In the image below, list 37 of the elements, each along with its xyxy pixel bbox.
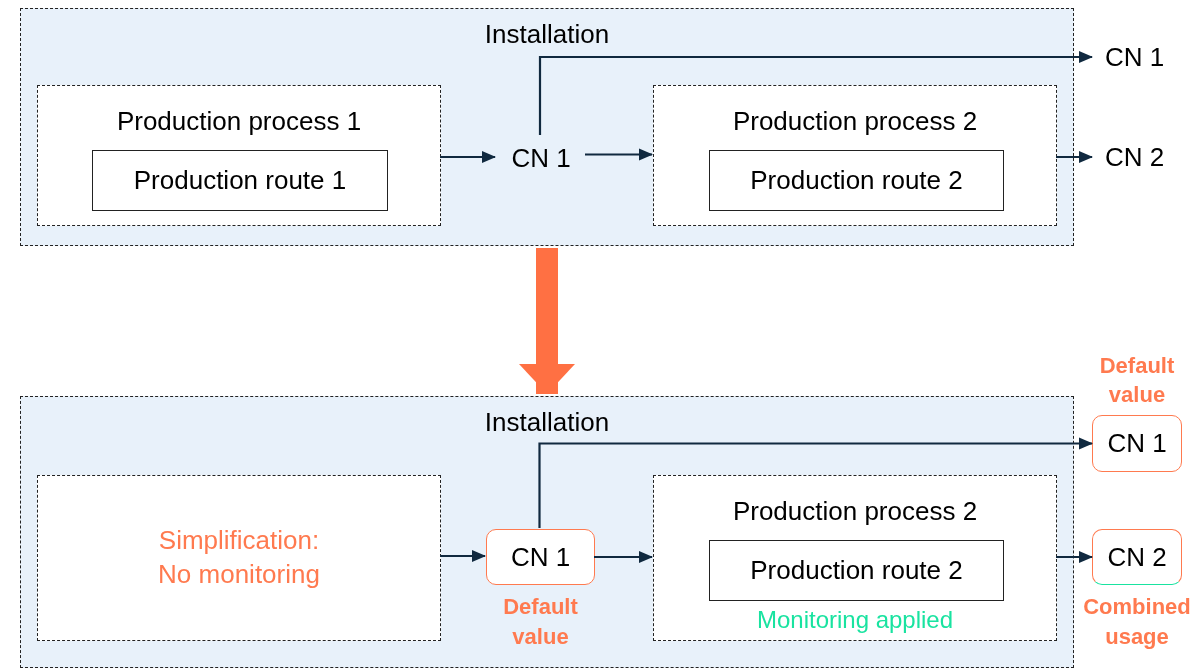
arrow xyxy=(440,550,486,562)
installation-boundary xyxy=(20,8,1074,246)
node-caption: Default value xyxy=(1098,351,1176,410)
arrow xyxy=(1056,551,1093,563)
arrow xyxy=(538,51,1093,135)
process-title: Production process 2 xyxy=(731,106,979,137)
connection-label: CN 2 xyxy=(1092,135,1177,179)
process-title: Production process 2 xyxy=(731,496,979,527)
transition-arrow xyxy=(519,248,575,394)
route-box xyxy=(92,150,388,211)
monitoring-note: Monitoring applied xyxy=(755,606,955,634)
route-label: Production route 2 xyxy=(750,165,963,196)
connection-label: CN 1 xyxy=(1092,35,1177,79)
arrow xyxy=(585,148,653,161)
connection-label: CN 1 xyxy=(496,136,586,180)
node-caption: Combined usage xyxy=(1082,593,1192,651)
route-label: Production route 2 xyxy=(750,555,963,586)
installation-title: Installation xyxy=(483,19,611,50)
process-box xyxy=(37,475,441,641)
connection-label: CN 1 xyxy=(510,541,571,573)
arrow xyxy=(538,437,1093,528)
node-caption: Default value xyxy=(502,593,579,651)
process-box xyxy=(653,85,1057,226)
arrow xyxy=(1056,151,1093,163)
route-label: Production route 1 xyxy=(133,165,347,196)
connection-label: CN 1 xyxy=(1107,428,1167,459)
route-box xyxy=(709,540,1004,601)
installation-title: Installation xyxy=(483,407,611,438)
installation-boundary xyxy=(20,396,1074,668)
connection-label: CN 2 xyxy=(1107,541,1167,573)
process-box xyxy=(37,85,441,226)
route-box xyxy=(709,150,1004,211)
arrow xyxy=(440,151,496,163)
process-title: Production process 1 xyxy=(115,106,363,137)
process-box xyxy=(653,475,1057,641)
arrow xyxy=(594,551,653,563)
simplification-note: Simplification: No monitoring xyxy=(157,524,321,591)
